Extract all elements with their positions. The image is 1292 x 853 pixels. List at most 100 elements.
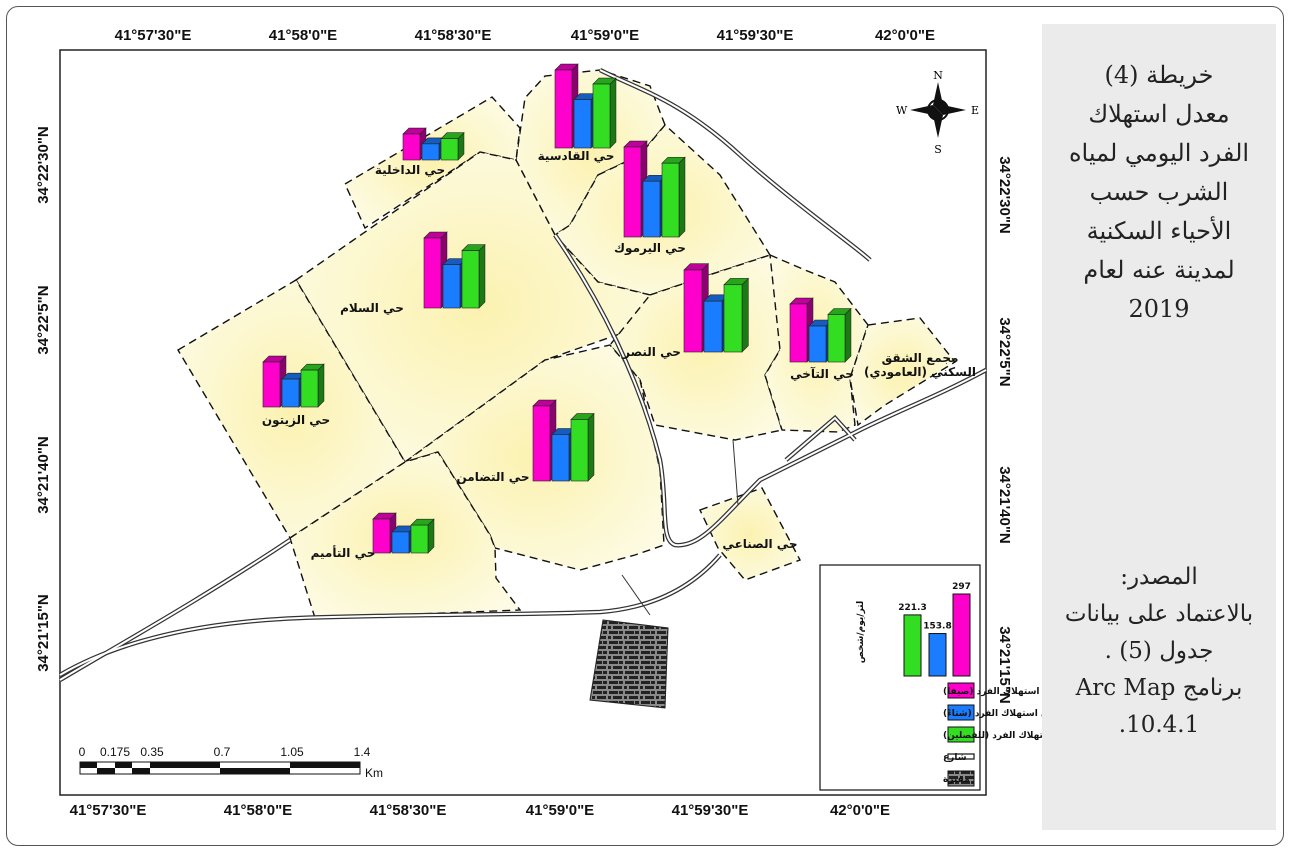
district-labels: حي القادسية حي الداخلية حي اليرموك حي السلا… [262,149,976,560]
legend-bar-both [903,614,922,677]
map-title: خريطة (4) معدل استهلاك الفرد اليومي لميا… [1042,56,1276,329]
legend: 297 153.8 221.3 لتر/يوم/شخص معدل استهلاك ا… [819,564,1082,791]
scale-tick-label: 0.7 [214,745,231,759]
latitude-labels-left: 34°22'30"N34°22'5"N34°21'40"N34°21'15"N [35,126,52,672]
lat-label-left: 34°22'5"N [35,285,52,354]
bar-dakhiliya-summer [402,127,427,161]
lon-label-top: 42°0'0"E [875,27,935,44]
lon-label-bottom: 41°58'30"E [370,802,447,819]
legend-unit-label: لتر/يوم/شخص [856,601,866,663]
lat-label-left: 34°21'40"N [35,436,52,514]
scale-tick-label: 1.05 [280,745,304,759]
zone-shuqaq [849,317,957,427]
district-label-sinai: حي الصناعي [722,537,797,551]
source-line: 10.4.1. [1118,712,1200,738]
bar-takhi-both [827,307,852,363]
district-charts [262,63,852,554]
east-label: E [971,104,979,117]
title-line: الأحياء السكنية [1086,217,1232,245]
legend-item-label: معدل استهلاك الفرد (شتاءً) [943,708,1065,719]
scale-tick-label: 1.4 [354,745,371,759]
lon-label-top: 41°58'0"E [269,27,337,44]
legend-items: معدل استهلاك الفرد (صيفا) معدل استهلاك ال… [943,682,1082,787]
legend-swatch-winter [947,704,975,721]
map-frame [6,6,1284,846]
zone-zaitoun [177,279,406,539]
lon-label-bottom: 42°0'0"E [830,802,890,819]
bar-tameem-both [410,518,435,554]
district-label-dakhiliya: حي الداخلية [375,163,445,177]
title-line: 2019 [1128,295,1190,323]
lon-label-bottom: 41°59'0"E [526,802,594,819]
district-label-zaitoun: حي الزيتون [262,413,330,428]
source-line: المصدر: [1120,564,1198,590]
roads [58,67,988,682]
lon-label-top: 41°57'30"E [115,27,192,44]
legend-item-label: معدل استهلاك الفرد (صيفا) [943,687,1066,697]
zone-dakhiliya [344,96,521,230]
title-line: خريطة (4) [1104,61,1214,89]
lat-label-right: 34°21'40"N [996,466,1013,544]
title-line: لمدينة عنه لعام [1083,256,1235,284]
bar-qadisiya-both [592,77,617,149]
north-label: N [933,69,943,82]
title-line: الشرب حسب [1089,178,1229,206]
district-label-takhi: حي التآخي [790,366,854,381]
legend-swatch-cemetery [947,770,975,787]
source-note: المصدر: بالاعتماد على بيانات جدول (5) . … [1042,559,1276,744]
legend-swatch-road [947,753,975,760]
district-label-qadisiya: حي القادسية [538,149,615,163]
legend-item-label: شارع [943,753,967,763]
lon-label-bottom: 41°59'30"E [672,802,749,819]
lat-label-right: 34°22'30"N [996,156,1013,234]
bar-dakhiliya-winter [421,137,446,161]
legend-item-label: مقبرة [943,775,970,785]
legend-bar-summer [952,593,971,677]
lat-label-right: 34°22'5"N [996,317,1013,386]
legend-item-label: معدل استهلاك الفرد (للفصلين) [943,731,1082,741]
legend-bar-value: 221.3 [898,603,926,613]
scale-unit: Km [365,766,383,780]
scale-tick-label: 0.175 [100,745,130,759]
source-line: بالاعتماد على بيانات [1064,601,1254,627]
lon-label-bottom: 41°57'30"E [70,802,147,819]
district-label-salam: حي السلام [340,301,404,316]
longitude-labels-top: 41°57'30"E 41°58'0"E 41°58'30"E 41°59'0"E 41… [115,27,935,44]
lat-label-left: 34°21'15"N [35,594,52,672]
lon-label-top: 41°59'0"E [571,27,639,44]
scale-tick-label: 0 [79,745,86,759]
south-label: S [934,143,942,156]
title-panel: خريطة (4) معدل استهلاك الفرد اليومي لميا… [1042,24,1276,830]
lat-label-right: 34°21'15"N [996,626,1013,704]
bar-nasr-both [723,277,750,353]
latitude-labels-right: 34°22'30"N 34°22'5"N 34°21'40"N 34°21'15"N [996,156,1013,704]
scale-bar: 0 0.175 0.35 0.7 1.05 1.4 Km [79,745,383,780]
north-arrow-icon: N S E W [896,69,979,156]
longitude-labels-bottom: 41°57'30"E 41°58'0"E 41°58'30"E 41°59'0"E 41… [70,802,890,819]
bar-zaitoun-both [300,363,325,408]
bar-tadamun-both [570,412,595,482]
lon-label-top: 41°58'30"E [415,27,492,44]
legend-item: معدل استهلاك الفرد (شتاءً) [943,704,1065,721]
title-line: معدل استهلاك [1088,100,1230,128]
legend-bar-winter [928,633,947,677]
bar-dakhiliya-both [440,132,465,161]
bar-yarmouk-both [661,156,686,238]
district-label-tadamun: حي التضامن [456,470,529,484]
lon-label-top: 41°59'30"E [717,27,794,44]
legend-bar-value: 153.8 [923,622,951,632]
legend-bar-value: 297 [952,582,971,592]
lon-label-bottom: 41°58'0"E [224,802,292,819]
district-label-nasr: حي النصر [622,345,681,359]
source-line: برنامج Arc Map [1075,675,1243,701]
legend-item: معدل استهلاك الفرد (للفصلين) [943,726,1082,743]
district-label-yarmouk: حي اليرموك [614,241,686,256]
cemetery-area [589,619,669,709]
district-label-tameem: حي التأميم [311,545,376,560]
bar-salam-both [461,243,486,309]
west-label: W [896,104,908,117]
legend-swatch-both [947,726,975,743]
scale-tick-label: 0.35 [140,745,164,759]
